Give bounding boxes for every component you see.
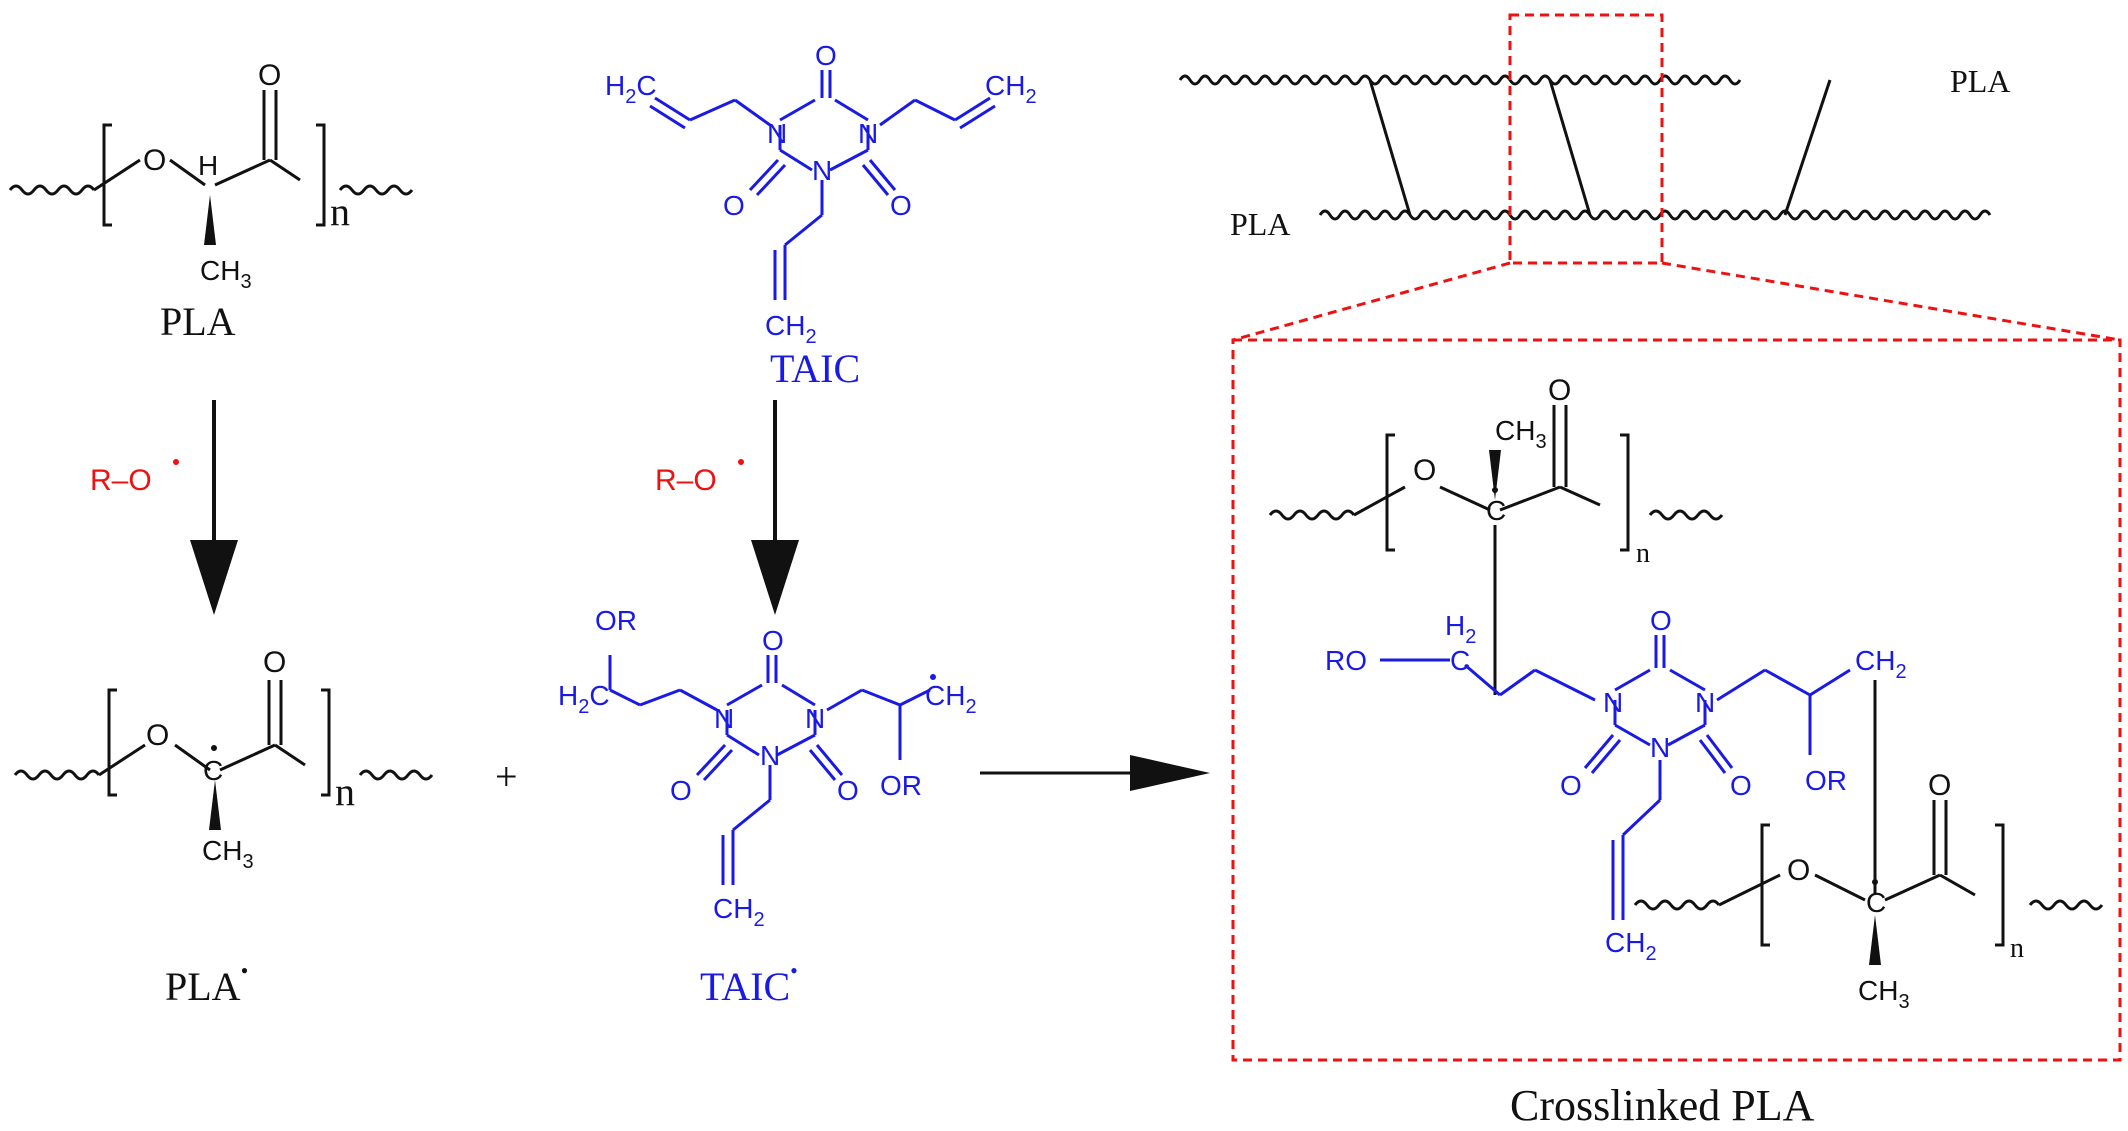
pla-radical-methyl: CH3 (202, 835, 254, 873)
taic-n-bottom: N (812, 155, 832, 186)
radical-dot (173, 459, 179, 465)
zoom-source-box (1508, 13, 1664, 265)
pla-carbonyl-o: O (258, 59, 281, 92)
crosslinked-upper-pla (1268, 405, 1724, 695)
taic-o-right: O (890, 190, 912, 221)
radical-dot (211, 745, 217, 751)
taic-radical-name: TAIC• (700, 958, 798, 1009)
taic-radical-n-bottom: N (760, 740, 780, 771)
crosslink (1548, 79, 1592, 216)
taic-radical-or-bottom: OR (880, 770, 922, 801)
pla-atom-o: O (143, 144, 166, 177)
initiator-radical-right: R–O (655, 464, 717, 497)
taic-name: TAIC (770, 346, 860, 391)
upper-chain (1178, 74, 1742, 86)
pla-radical-carbonyl-o: O (263, 646, 286, 679)
taic-radical-or-top: OR (595, 605, 637, 636)
arrow-taic-down (751, 400, 799, 615)
zoom-leader-left (1232, 261, 1511, 342)
crosslinked-upper-ch3: CH3 (1495, 415, 1547, 453)
zoom-indicator (1231, 13, 2122, 1062)
crosslinked-title: Crosslinked PLA (1510, 1081, 1815, 1130)
pla-bond (169, 158, 206, 187)
pla-bracket-right (316, 123, 326, 227)
radical-dot (1872, 879, 1878, 885)
taic-n-left: N (767, 118, 787, 149)
pla-radical-name: PLA• (165, 958, 248, 1009)
initiator-radical-left: R–O (90, 464, 152, 497)
crosslinked-upper-o: O (1413, 454, 1436, 487)
pla-wavy-right (338, 184, 414, 196)
radical-dot (930, 674, 936, 680)
radical-dot (738, 459, 744, 465)
pla-atom-h: H (198, 150, 218, 181)
taic-structure (649, 70, 996, 300)
zoom-leader-right (1661, 261, 2121, 342)
taic-radical-o-right: O (837, 775, 859, 806)
taic-o-left: O (723, 190, 745, 221)
radical-dot (1492, 487, 1498, 493)
taic-h2c-left: H2C (605, 70, 657, 108)
crosslinked-or: OR (1805, 765, 1847, 796)
crosslink (1783, 79, 1832, 216)
crosslinked-lower-ch3: CH3 (1858, 975, 1910, 1013)
crosslinked-o-top: O (1650, 605, 1672, 636)
crosslinked-h2: H2 (1445, 610, 1476, 648)
plus-sign: + (495, 754, 518, 799)
crosslinked-ro: RO (1325, 645, 1367, 676)
taic-ch2-bottom: CH2 (765, 310, 817, 348)
arrow-pla-down (190, 400, 238, 615)
crosslinked-ch2-right: CH2 (1855, 645, 1907, 683)
pla-radical-atom-o: O (146, 719, 169, 752)
crosslinked-n-left: N (1603, 687, 1623, 718)
crosslinked-n-right: N (1695, 687, 1715, 718)
taic-radical-ch2-bottom: CH2 (713, 893, 765, 931)
arrow-to-crosslinked (980, 755, 1210, 791)
pla-bond (269, 158, 301, 182)
lower-chain (1318, 209, 1992, 221)
crosslinked-lower-carbonyl: O (1928, 769, 1951, 802)
crosslinked-lower-o: O (1787, 854, 1810, 887)
crosslinked-h2-c: C (1450, 645, 1470, 676)
crosslinked-upper-c: C (1486, 495, 1506, 526)
schematic-upper-label: PLA (1950, 63, 2010, 99)
pla-wavy-left (8, 184, 96, 196)
taic-radical-structure (608, 655, 931, 885)
pla-radical-c: C (203, 755, 223, 786)
taic-ch2-right: CH2 (985, 70, 1037, 108)
schematic-network (1178, 74, 1992, 221)
pla-structure (8, 90, 414, 245)
taic-radical-o-left: O (670, 775, 692, 806)
taic-radical-h2c: H2C (558, 680, 610, 718)
crosslinked-ch2-bottom: CH2 (1605, 927, 1657, 965)
crosslinked-lower-pla (1633, 680, 2104, 965)
taic-n-right: N (858, 118, 878, 149)
zoom-detail-box (1231, 338, 2122, 1062)
crosslinked-upper-n: n (1636, 538, 1650, 569)
taic-radical-o-top: O (762, 625, 784, 656)
pla-name: PLA (160, 299, 236, 344)
pla-radical-structure (13, 680, 434, 830)
crosslinked-n-bottom: N (1650, 732, 1670, 763)
pla-wedge (204, 195, 216, 245)
taic-radical-ch2: CH2 (925, 680, 977, 718)
taic-radical-n-right: N (805, 703, 825, 734)
schematic-lower-label: PLA (1230, 206, 1290, 242)
pla-methyl: CH3 (200, 255, 252, 293)
pla-bracket-left (102, 123, 112, 227)
crosslinked-taic-bridge (1380, 635, 1851, 920)
taic-o-top: O (815, 40, 837, 71)
pla-repeat-n: n (330, 189, 350, 234)
crosslinked-lower-c: C (1866, 887, 1886, 918)
pla-bond (93, 158, 141, 192)
crosslinked-upper-carbonyl: O (1548, 374, 1571, 407)
crosslink (1368, 79, 1412, 216)
pla-bond (214, 158, 271, 187)
crosslinked-o-right: O (1730, 770, 1752, 801)
crosslinked-o-left: O (1560, 770, 1582, 801)
crosslinked-lower-n: n (2010, 933, 2024, 964)
pla-radical-repeat-n: n (335, 769, 355, 814)
taic-radical-n-left: N (714, 703, 734, 734)
